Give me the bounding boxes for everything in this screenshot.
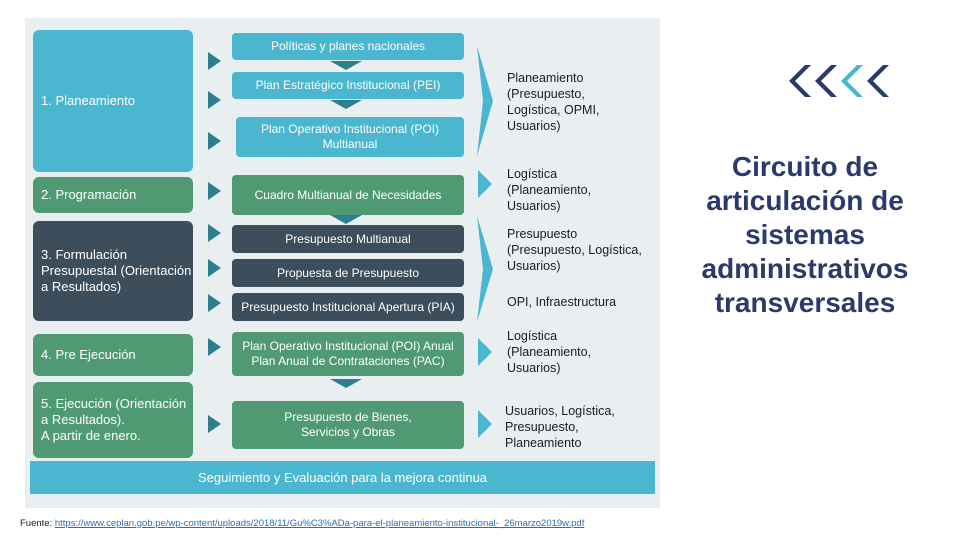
source-note: Fuente: https://www.ceplan.gob.pe/wp-con… xyxy=(20,518,584,529)
responsible-programacion: Logística (Planeamiento, Usuarios) xyxy=(507,167,592,213)
box-poi-multianual: Plan Operativo Institucional (POI) Multi… xyxy=(236,117,464,157)
arrow-right-icon xyxy=(208,338,221,356)
footer-bar: Seguimiento y Evaluación para la mejora … xyxy=(30,461,655,494)
phase-planeamiento: 1. Planeamiento xyxy=(33,30,193,172)
phase-pre-ejecucion: 4. Pre Ejecución xyxy=(33,334,193,376)
decorative-chevrons xyxy=(783,63,893,99)
arrow-right-icon xyxy=(208,294,221,312)
source-link[interactable]: https://www.ceplan.gob.pe/wp-content/upl… xyxy=(54,518,585,529)
arrow-right-icon xyxy=(208,52,221,70)
responsible-planeamiento: Planeamiento (Presupuesto, Logística, OP… xyxy=(507,71,600,133)
box-pia: Presupuesto Institucional Apertura (PIA) xyxy=(232,293,464,321)
box-propuesta-presupuesto: Propuesta de Presupuesto xyxy=(232,259,464,287)
chevron-left-icon xyxy=(789,65,811,97)
chevron-right-icon xyxy=(478,170,492,198)
page-title: Circuito de articulación de sistemas adm… xyxy=(701,151,909,318)
phase-programacion: 2. Programación xyxy=(33,177,193,213)
chevron-left-icon xyxy=(815,65,837,97)
responsible-opi: OPI, Infraestructura xyxy=(507,295,617,309)
chevron-right-icon xyxy=(477,216,493,322)
arrow-right-icon xyxy=(208,182,221,200)
process-diagram: 1. Planeamiento 2. Programación 3. Formu… xyxy=(25,18,660,508)
phase-formulacion: 3. Formulación Presupuestal (Orientación… xyxy=(33,221,193,321)
arrow-down-icon xyxy=(330,61,362,70)
responsible-pre-ejecucion: Logística (Planeamiento, Usuarios) xyxy=(507,329,592,375)
arrow-down-icon xyxy=(330,100,362,109)
arrow-down-icon xyxy=(330,215,362,224)
arrow-right-icon xyxy=(208,224,221,242)
box-cuadro-multianual: Cuadro Multianual de Necesidades xyxy=(232,175,464,215)
source-label: Fuente: xyxy=(20,518,55,529)
arrow-down-icon xyxy=(330,379,362,388)
box-presupuesto-bienes: Presupuesto de Bienes, Servicios y Obras xyxy=(232,401,464,449)
responsible-presupuesto: Presupuesto (Presupuesto, Logística, Usu… xyxy=(507,227,642,273)
box-poi-anual-pac: Plan Operativo Institucional (POI) Anual… xyxy=(232,332,464,376)
chevron-right-icon xyxy=(478,338,492,366)
box-presupuesto-multianual: Presupuesto Multianual xyxy=(232,225,464,253)
chevron-right-icon xyxy=(477,46,493,156)
phase-ejecucion: 5. Ejecución (Orientación a Resultados).… xyxy=(33,382,193,458)
responsible-ejecucion: Usuarios, Logística, Presupuesto, Planea… xyxy=(505,404,615,450)
box-pei: Plan Estratégico Institucional (PEI) xyxy=(232,72,464,99)
arrow-right-icon xyxy=(208,259,221,277)
arrow-right-icon xyxy=(208,132,221,150)
chevron-left-icon xyxy=(841,65,863,97)
arrow-right-icon xyxy=(208,91,221,109)
chevron-right-icon xyxy=(478,410,492,438)
arrow-right-icon xyxy=(208,415,221,433)
box-politicas: Políticas y planes nacionales xyxy=(232,33,464,60)
chevron-left-icon xyxy=(867,65,889,97)
